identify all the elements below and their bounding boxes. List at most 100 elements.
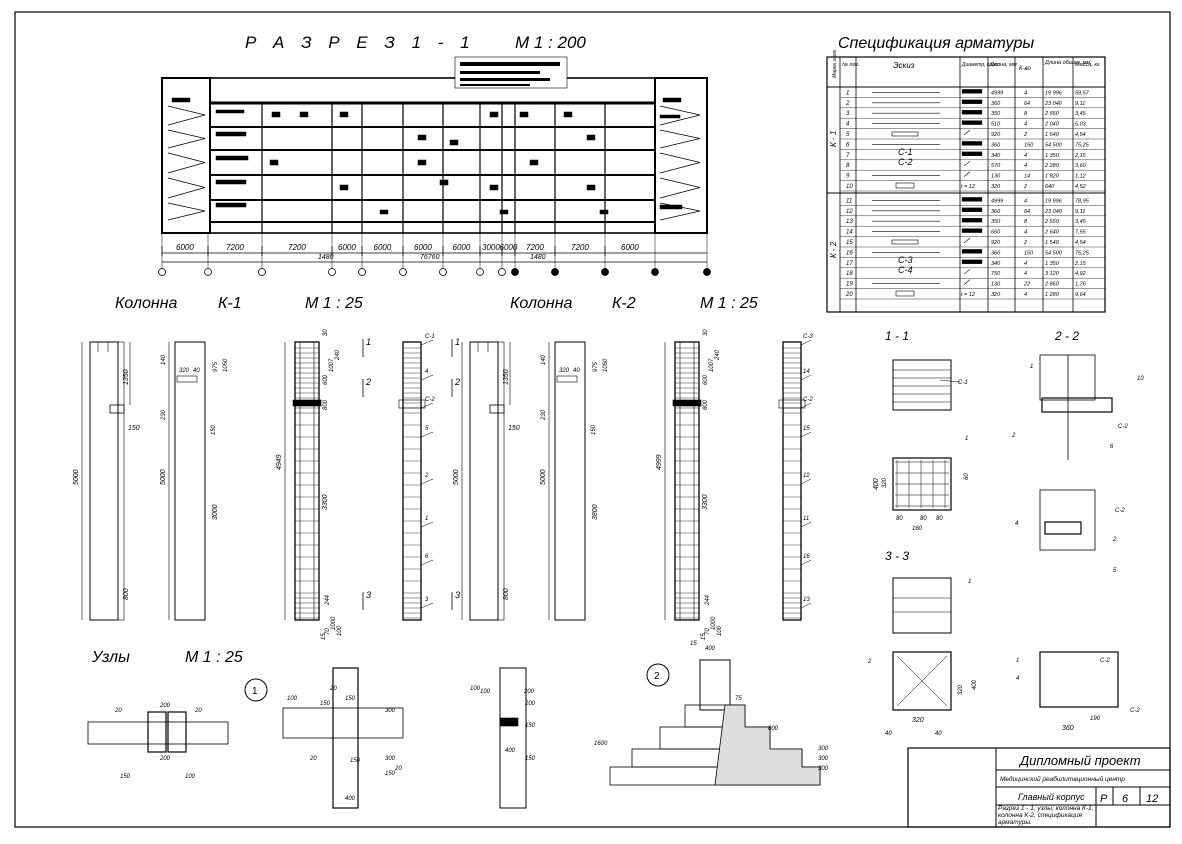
column-outline — [174, 341, 206, 621]
column-dim-15: 15 — [321, 633, 327, 640]
section-title: Р А З Р Е З 1 - 1 — [245, 33, 476, 52]
column-opening — [556, 375, 578, 383]
node1-dim: 400 — [345, 796, 356, 802]
section-label-block — [271, 111, 281, 118]
section-label-block — [417, 134, 427, 141]
column-dim-height: 5000 — [453, 469, 460, 485]
sec33b-dim: 190 — [1090, 716, 1101, 722]
axis-marker — [551, 268, 559, 276]
column-dim-230: 230 — [541, 409, 547, 421]
spec-cell-mass: 4,54 — [1075, 240, 1086, 246]
node2-foundation — [609, 659, 821, 786]
sec33b-plan — [1039, 651, 1119, 708]
node1c-plate — [499, 717, 519, 727]
bar-tag-leader — [420, 521, 434, 528]
node1-dim: 150 — [345, 696, 356, 702]
bar-tag-leader — [800, 339, 812, 346]
span-label: 6000 — [500, 243, 518, 252]
node1-dim: 100 — [470, 686, 481, 692]
column-dim-975: 975 — [213, 361, 219, 372]
span-label: 7200 — [526, 243, 544, 252]
bar-tag-k2: 15 — [803, 426, 810, 432]
section-title-33: 3 - 3 — [885, 549, 909, 563]
section-dimension-line — [162, 252, 707, 263]
column-dim-150: 150 — [211, 424, 217, 435]
spec-cell-dia-block — [961, 151, 983, 156]
node2-dim: 200 — [523, 689, 535, 695]
section-label-block — [215, 131, 247, 137]
spec-cell-dia-block — [961, 99, 983, 104]
spec-cell-qty: 14 — [1024, 174, 1030, 180]
bar-tag-k2: 14 — [803, 369, 810, 375]
spec-cell-len: 570 — [991, 163, 1001, 169]
column-dim-800: 800 — [703, 399, 709, 410]
spec-cell-mass: 4,92 — [1075, 271, 1086, 277]
spec-cell-total: 23 040 — [1044, 209, 1063, 215]
node1-dim: 150 — [350, 758, 361, 764]
node1-dim: 300 — [385, 708, 396, 714]
column-dim-30: 30 — [703, 329, 709, 336]
spec-cell-pos: 20 — [845, 292, 853, 298]
column-dim-230: 230 — [161, 409, 167, 421]
column-outline — [554, 341, 586, 621]
spec-cell-total: 54 500 — [1045, 250, 1063, 256]
column-dim-3300: 3300 — [702, 494, 709, 510]
spec-cell-mass: 1,76 — [1075, 282, 1087, 288]
spec-cell-len: 360 — [991, 142, 1001, 148]
sec33b-label: С-2 — [1130, 708, 1140, 714]
spec-cell-dia-mark — [963, 129, 971, 136]
axis-marker — [358, 268, 366, 276]
sec11-dim: 160 — [912, 526, 923, 532]
sec33-plan — [892, 651, 952, 711]
spec-cell-len: 130 — [991, 282, 1001, 288]
spec-cell-mass: 3,45 — [1075, 111, 1087, 117]
node1-dim: 20 — [114, 708, 122, 714]
spec-cell-dia: t = 12 — [961, 184, 975, 190]
col-k1-title: Колонна — [115, 295, 178, 312]
sec22-label: 5 — [1113, 568, 1117, 574]
span-label: 6000 — [374, 243, 392, 252]
spec-cell-total: 3 120 — [1045, 271, 1060, 277]
spec-cell-total: 1 350 — [1045, 153, 1060, 159]
spec-cell-pos: 4 — [846, 122, 850, 128]
node2-dim: 400 — [505, 748, 516, 754]
node2-number: 2 — [654, 671, 660, 682]
cage-bracket — [672, 399, 702, 407]
spec-cell-pos: 2 — [845, 101, 850, 107]
sec33-dim: 40 — [935, 731, 942, 737]
bar-tag-k1: 5 — [425, 426, 429, 432]
cut-label: 3 — [455, 590, 460, 600]
spec-header-pos: № поз. — [842, 62, 860, 68]
column-bracket — [489, 404, 505, 414]
spec-cell-len: 350 — [991, 219, 1001, 225]
spec-cell-qty: 2 — [1023, 240, 1027, 246]
spec-cell-mass: 2,15 — [1074, 153, 1087, 159]
sec33b-label: С-2 — [1100, 658, 1110, 664]
sec33-dim: 400 — [972, 679, 978, 690]
cage-bracket-side — [778, 399, 806, 409]
span-label: 7200 — [571, 243, 589, 252]
stair-flight — [659, 210, 701, 221]
sec11-label: 1 — [965, 436, 968, 442]
spec-cell-pos: 11 — [846, 198, 852, 204]
node1-dim: 20 — [394, 766, 402, 772]
node1-dim: 150 — [120, 774, 131, 780]
found-hatch — [714, 704, 821, 786]
section-label-block — [489, 111, 499, 118]
axis-marker — [399, 268, 407, 276]
node1-dim: 200 — [159, 756, 171, 762]
column-bracket — [109, 404, 125, 414]
sec33b-label: 4 — [1016, 676, 1020, 682]
spec-cell-label: С-1 — [898, 147, 913, 157]
bar-tag-leader — [420, 431, 434, 438]
bar-tag-leader — [800, 478, 812, 485]
spec-cell-dia-block — [961, 197, 983, 202]
bar-tag-k1: 3 — [425, 597, 429, 603]
node1-dim: 150 — [385, 771, 396, 777]
spec-cell-qty: 8 — [1024, 111, 1028, 117]
col-k2-scale: М 1 : 25 — [700, 295, 758, 312]
section-label-block — [417, 159, 427, 166]
stair-flight — [659, 177, 701, 188]
node2-dim: 1600 — [594, 741, 608, 747]
